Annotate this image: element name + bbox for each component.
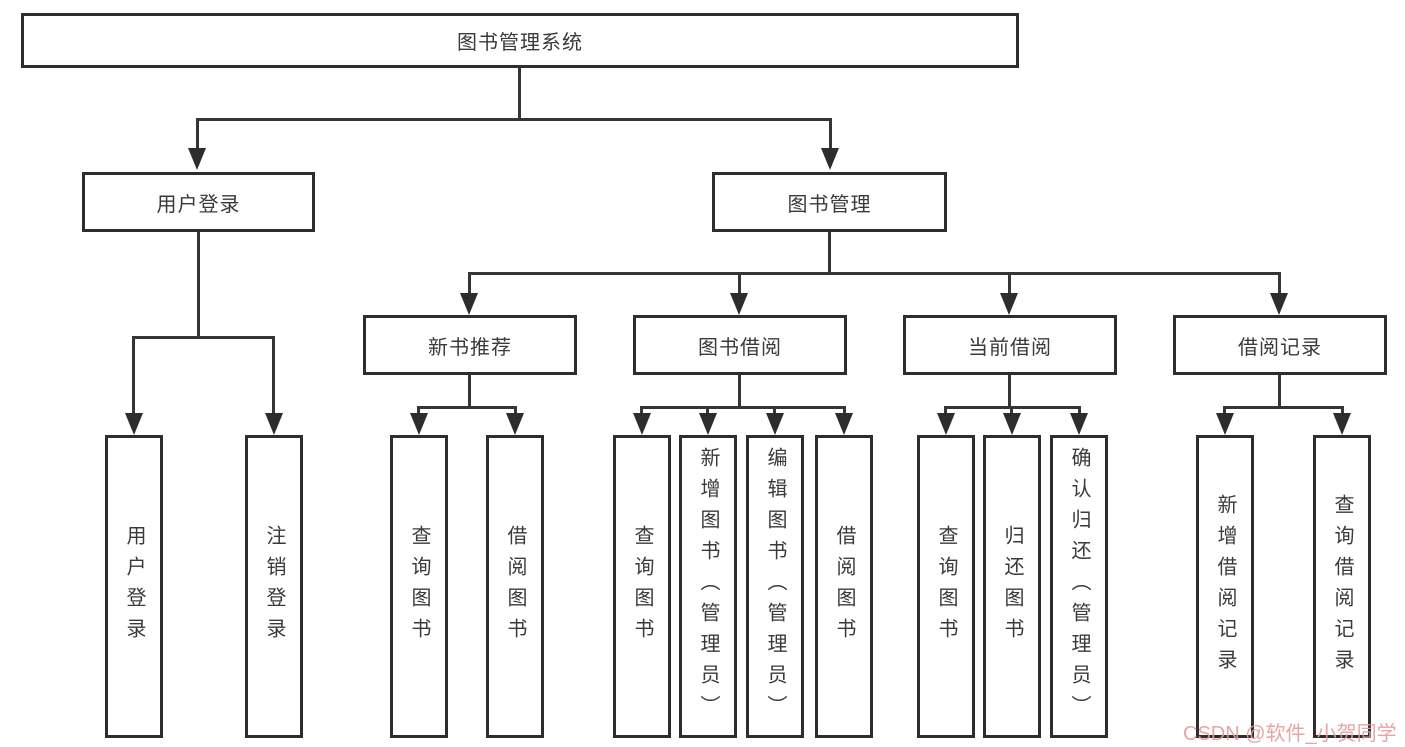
arrow-down-icon [125,413,143,435]
leaf-add-books-admin-label: 新增图书（管理员） [697,447,719,726]
arrow-down-icon [1270,293,1288,315]
arrow-down-icon [1333,413,1351,435]
connector-line [1223,406,1344,409]
leaf-add-borrow-record-label: 新增借阅记录 [1214,493,1236,680]
connector-line [738,375,741,406]
node-current-borrow: 当前借阅 [903,315,1117,375]
node-root: 图书管理系统 [21,13,1019,68]
connector-line [843,406,846,415]
node-book-borrow: 图书借阅 [633,315,847,375]
leaf-borrow-books-2-label: 借阅图书 [833,524,855,649]
leaf-logout: 注销登录 [245,435,303,738]
connector-line [640,406,643,415]
node-book-management: 图书管理 [712,172,947,232]
arrow-down-icon [730,293,748,315]
leaf-query-books-2-label: 查询图书 [631,524,653,649]
arrow-down-icon [265,413,283,435]
arrow-down-icon [188,148,206,170]
connector-line [514,406,517,415]
node-book-borrow-label: 图书借阅 [698,336,782,359]
leaf-edit-books-admin: 编辑图书（管理员） [746,435,804,738]
connector-line [417,406,517,409]
leaf-confirm-return-admin-label: 确认归还（管理员） [1068,447,1090,726]
leaf-query-books-1-label: 查询图书 [408,524,430,649]
node-root-label: 图书管理系统 [457,32,583,54]
connector-line [468,375,471,406]
leaf-query-books-3: 查询图书 [917,435,975,738]
connector-line [1008,272,1011,293]
connector-line [518,68,521,118]
connector-line [828,232,831,272]
leaf-query-borrow-record-label: 查询借阅记录 [1331,493,1353,680]
connector-line [1278,272,1281,293]
arrow-down-icon [410,413,428,435]
arrow-down-icon [1000,293,1018,315]
arrow-down-icon [1070,413,1088,435]
leaf-add-borrow-record: 新增借阅记录 [1196,435,1254,738]
arrow-down-icon [1003,413,1021,435]
arrow-down-icon [699,413,717,435]
connector-line [468,272,471,293]
connector-line [1010,406,1013,415]
connector-line [1223,406,1226,415]
connector-line [1008,375,1011,406]
connector-line [132,336,135,413]
connector-line [272,336,275,413]
connector-line [197,232,200,336]
connector-line [132,336,275,339]
leaf-add-books-admin: 新增图书（管理员） [679,435,737,738]
leaf-return-books-label: 归还图书 [1001,524,1023,649]
leaf-query-borrow-record: 查询借阅记录 [1313,435,1371,738]
connector-line [773,406,776,415]
connector-line [468,272,1281,275]
leaf-user-login: 用户登录 [105,435,163,738]
node-user-login: 用户登录 [82,172,315,232]
leaf-return-books: 归还图书 [983,435,1041,738]
connector-line [1078,406,1081,415]
connector-line [706,406,709,415]
arrow-down-icon [821,148,839,170]
node-new-book-recommend-label: 新书推荐 [428,336,512,359]
csdn-watermark: CSDN @软件_小贺同学 [1183,723,1397,745]
arrow-down-icon [835,413,853,435]
node-borrow-records-label: 借阅记录 [1238,336,1322,359]
node-new-book-recommend: 新书推荐 [363,315,577,375]
leaf-confirm-return-admin: 确认归还（管理员） [1050,435,1108,738]
leaf-borrow-books-1-label: 借阅图书 [504,524,526,649]
connector-line [944,406,947,415]
arrow-down-icon [1216,413,1234,435]
leaf-edit-books-admin-label: 编辑图书（管理员） [764,447,786,726]
leaf-logout-label: 注销登录 [263,524,285,649]
arrow-down-icon [506,413,524,435]
connector-line [196,118,832,121]
leaf-query-books-2: 查询图书 [613,435,671,738]
leaf-query-books-3-label: 查询图书 [935,524,957,649]
connector-line [417,406,420,415]
arrow-down-icon [937,413,955,435]
arrow-down-icon [633,413,651,435]
leaf-user-login-label: 用户登录 [123,524,145,649]
arrow-down-icon [460,293,478,315]
leaf-borrow-books-2: 借阅图书 [815,435,873,738]
node-current-borrow-label: 当前借阅 [968,336,1052,359]
node-user-login-label: 用户登录 [156,193,241,216]
connector-line [738,272,741,293]
arrow-down-icon [766,413,784,435]
connector-line [1278,375,1281,406]
leaf-borrow-books-1: 借阅图书 [486,435,544,738]
leaf-query-books-1: 查询图书 [390,435,448,738]
node-borrow-records: 借阅记录 [1173,315,1387,375]
node-book-management-label: 图书管理 [787,193,872,216]
connector-line [640,406,846,409]
connector-line [196,118,199,150]
connector-line [1341,406,1344,415]
connector-line [829,118,832,150]
